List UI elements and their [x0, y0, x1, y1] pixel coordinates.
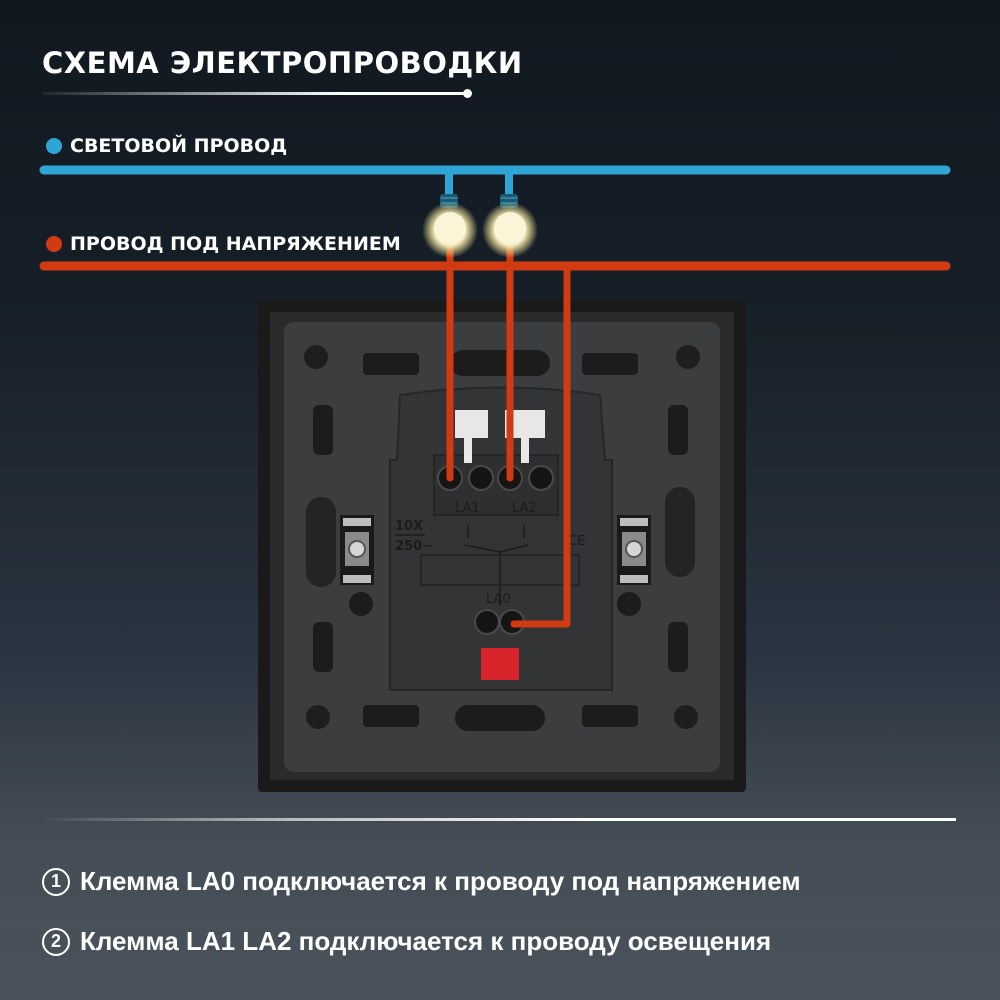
- instruction-text: Клемма LA1 LA2 подключается к проводу ос…: [80, 926, 772, 956]
- circled-number-icon: 2: [42, 927, 70, 956]
- light-bulb-icon: [482, 194, 538, 258]
- left-screw-terminal: [340, 515, 374, 616]
- terminal-label-la2: LA2: [512, 501, 537, 516]
- page-title: СХЕМА ЭЛЕКТРОПРОВОДКИ: [42, 46, 523, 80]
- la0-wire: [510, 262, 571, 628]
- legend-item-live-wire: ПРОВОД ПОД НАПРЯЖЕНИЕМ: [46, 233, 401, 255]
- rating-current: 10X: [395, 519, 423, 534]
- rating-voltage: 250~: [395, 539, 433, 554]
- legend-item-light-wire: СВЕТОВОЙ ПРОВОД: [46, 135, 287, 157]
- divider: [42, 818, 956, 821]
- light-wire-dot-icon: [46, 138, 62, 154]
- switch-mechanism: LA1 LA2 10X 250~ CE LA0: [258, 300, 746, 792]
- circled-number-icon: 1: [42, 867, 70, 896]
- terminal-label-la1: LA1: [455, 501, 480, 516]
- instruction-text: Клемма LA0 подключается к проводу под на…: [80, 866, 801, 896]
- legend-label: ПРОВОД ПОД НАПРЯЖЕНИЕМ: [70, 233, 401, 255]
- live-wire-dot-icon: [46, 236, 62, 252]
- instruction-1: 1 Клемма LA0 подключается к проводу под …: [42, 866, 801, 897]
- title-underline-dot: [463, 89, 472, 98]
- instruction-2: 2 Клемма LA1 LA2 подключается к проводу …: [42, 926, 771, 957]
- terminal-label-la0: LA0: [486, 592, 511, 607]
- light-bulb-icon: [422, 194, 478, 258]
- title-underline: [42, 92, 468, 95]
- ce-mark: CE: [568, 534, 585, 549]
- legend-label: СВЕТОВОЙ ПРОВОД: [70, 135, 288, 157]
- right-screw-terminal: [617, 515, 651, 616]
